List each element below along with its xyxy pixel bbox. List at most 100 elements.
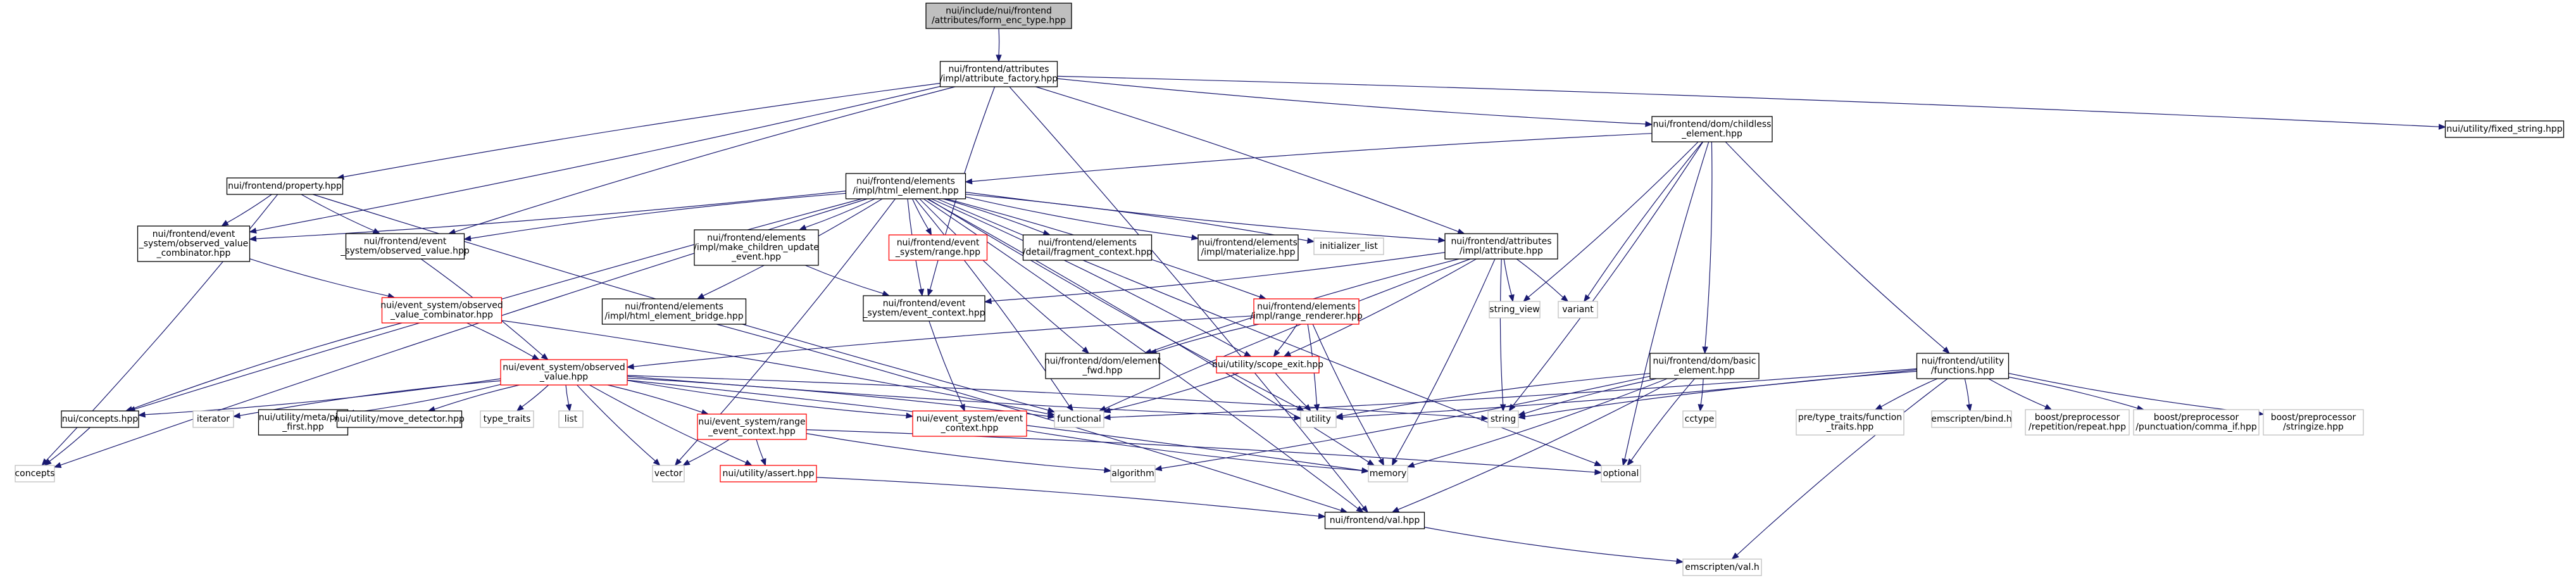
node-boost_stringize: boost/preprocessor/stringize.hpp — [2263, 409, 2364, 436]
dependency-edge-range_renderer-to-memory — [1312, 324, 1385, 467]
node-label-line: list — [565, 414, 578, 424]
node-concepts: concepts — [15, 465, 55, 482]
node-fixed_string[interactable]: nui/utility/fixed_string.hpp — [2444, 120, 2565, 138]
node-range_renderer[interactable]: nui/frontend/elements/impl/range_rendere… — [1250, 298, 1363, 325]
edge-line — [688, 439, 730, 463]
node-basic_element[interactable]: nui/frontend/dom/basic_element.hpp — [1649, 353, 1760, 379]
node-label-line: nui/utility/scope_exit.hpp — [1212, 360, 1323, 370]
node-event_context_core[interactable]: nui/event_system/event_context.hpp — [912, 410, 1027, 437]
dependency-edge-attribute-to-ev_event_context_fe — [984, 252, 1446, 305]
node-box — [1682, 558, 1762, 576]
dependency-edge-range_event_context-to-algorithm — [806, 433, 1112, 474]
node-ev_event_context_fe[interactable]: nui/frontend/event_system/event_context.… — [862, 295, 985, 322]
dependency-edge-observed_value_core-to-range_event_context — [607, 384, 710, 415]
edge-arrowhead — [925, 227, 932, 236]
dependency-edge-html_element-to-initializer_list — [965, 194, 1315, 244]
node-label-line: nui/frontend/elements — [856, 177, 955, 187]
dependency-edge-make_children-to-ev_event_context_fe — [805, 265, 891, 296]
node-functions[interactable]: nui/frontend/utility/functions.hpp — [1916, 353, 2010, 379]
node-label-line: nui/event_system/observed — [503, 363, 625, 373]
node-html_bridge[interactable]: nui/frontend/elements/impl/html_element_… — [601, 298, 747, 325]
node-observed_value_core[interactable]: nui/event_system/observed_value.hpp — [500, 359, 628, 386]
node-label-line: nui/include/nui/frontend — [946, 6, 1052, 16]
dependency-edge-childless-to-basic_element — [1702, 141, 1713, 355]
node-element_fwd[interactable]: nui/frontend/dom/element_fwd.hpp — [1044, 353, 1161, 379]
node-move_detector[interactable]: nui/utility/move_detector.hpp — [334, 410, 465, 428]
node-emscripten_bind: emscripten/bind.h — [1931, 410, 2012, 428]
edge-line — [919, 198, 1085, 350]
edge-line — [943, 198, 1044, 234]
dependency-edge-html_element-to-range_fe — [911, 198, 932, 236]
node-label-line: iterator — [197, 414, 230, 424]
dependency-edge-attr_factory-to-fixed_string — [1057, 75, 2446, 130]
edge-line — [627, 375, 1482, 419]
node-box — [1110, 465, 1156, 482]
node-string: string — [1487, 410, 1519, 428]
dependency-edge-attribute-to-string_view — [1503, 258, 1515, 303]
dependency-edge-event_context_core-to-memory — [1026, 430, 1370, 474]
edge-arrowhead — [44, 458, 52, 466]
edge-line — [965, 191, 1439, 241]
node-vector: vector — [652, 465, 685, 482]
node-materialize[interactable]: nui/frontend/elements/impl/materialize.h… — [1197, 234, 1299, 261]
node-property[interactable]: nui/frontend/property.hpp — [226, 177, 344, 195]
node-root[interactable]: nui/include/nui/frontend/attributes/form… — [925, 3, 1072, 29]
node-childless[interactable]: nui/frontend/dom/childless_element.hpp — [1651, 116, 1773, 142]
node-box — [1487, 410, 1519, 428]
node-range_fe[interactable]: nui/frontend/event_system/range.hpp — [888, 234, 988, 261]
edge-line — [522, 384, 549, 408]
node-box — [480, 410, 534, 428]
dependency-edge-attr_factory-to-property — [336, 82, 941, 180]
edge-arrowhead — [1047, 407, 1056, 413]
node-concepts_hpp[interactable]: nui/concepts.hpp — [61, 410, 139, 428]
node-box — [652, 465, 685, 482]
node-box — [1651, 116, 1773, 142]
node-box — [2444, 120, 2565, 138]
edge-arrowhead — [1244, 351, 1252, 357]
node-box — [1368, 465, 1408, 482]
edge-arrowhead — [565, 403, 572, 412]
edge-arrowhead — [1356, 506, 1364, 513]
node-meta_pick_first[interactable]: nui/utility/meta/pick_first.hpp — [258, 409, 349, 436]
dependency-edge-assert-to-val — [816, 477, 1326, 519]
node-box — [2025, 409, 2130, 436]
node-val[interactable]: nui/frontend/val.hpp — [1324, 512, 1425, 529]
node-box — [912, 410, 1027, 437]
node-label-line: _traits.hpp — [1826, 422, 1874, 432]
node-box — [1324, 512, 1425, 529]
edge-line — [565, 384, 570, 405]
node-label-line: _system/observed_value.hpp — [340, 246, 470, 256]
dependency-edge-attribute-to-string — [1499, 258, 1506, 412]
node-ev_observed_value[interactable]: nui/frontend/event_system/observed_value… — [340, 233, 470, 260]
node-box — [15, 465, 55, 482]
node-ovc_core[interactable]: nui/event_system/observed_value_combinat… — [380, 297, 503, 324]
edge-arrowhead — [1731, 552, 1739, 560]
dependency-edge-range_event_context-to-assert — [756, 439, 766, 467]
node-assert[interactable]: nui/utility/assert.hpp — [720, 465, 817, 482]
edge-arrowhead — [1874, 404, 1883, 410]
node-range_event_context[interactable]: nui/event_system/range_event_context.hpp — [697, 413, 807, 440]
node-ev_observed_value_comb[interactable]: nui/frontend/event_system/observed_value… — [137, 225, 251, 262]
node-label-line: nui/utility/move_detector.hpp — [334, 414, 465, 424]
node-boost_repetition: boost/preprocessor/repetition/repeat.hpp — [2025, 409, 2130, 436]
edge-line — [1964, 378, 1970, 405]
edge-line — [1057, 75, 2439, 127]
node-label-line: _value.hpp — [539, 372, 588, 382]
edge-arrowhead — [516, 404, 524, 412]
node-box — [381, 297, 503, 324]
edge-line — [1009, 86, 1365, 508]
edge-line — [1026, 430, 1363, 471]
node-fragment_context[interactable]: nui/frontend/elements/detail/fragment_co… — [1023, 234, 1153, 261]
node-label-line: /impl/make_children_update — [694, 243, 819, 253]
node-label-line: _system/range.hpp — [895, 248, 980, 258]
node-functional: functional — [1054, 410, 1104, 428]
edge-arrowhead — [674, 458, 682, 467]
node-html_element[interactable]: nui/frontend/elements/impl/html_element.… — [845, 173, 966, 199]
node-scope_exit[interactable]: nui/utility/scope_exit.hpp — [1212, 356, 1323, 374]
node-attr_factory[interactable]: nui/frontend/attributes/impl/attribute_f… — [939, 61, 1058, 87]
node-attribute[interactable]: nui/frontend/attributes/impl/attribute.h… — [1444, 233, 1558, 260]
edge-arrowhead — [1702, 346, 1708, 355]
node-make_children[interactable]: nui/frontend/elements/impl/make_children… — [694, 229, 819, 266]
dependency-edge-range_event_context-to-vector — [682, 439, 730, 466]
edge-line — [627, 375, 1295, 419]
